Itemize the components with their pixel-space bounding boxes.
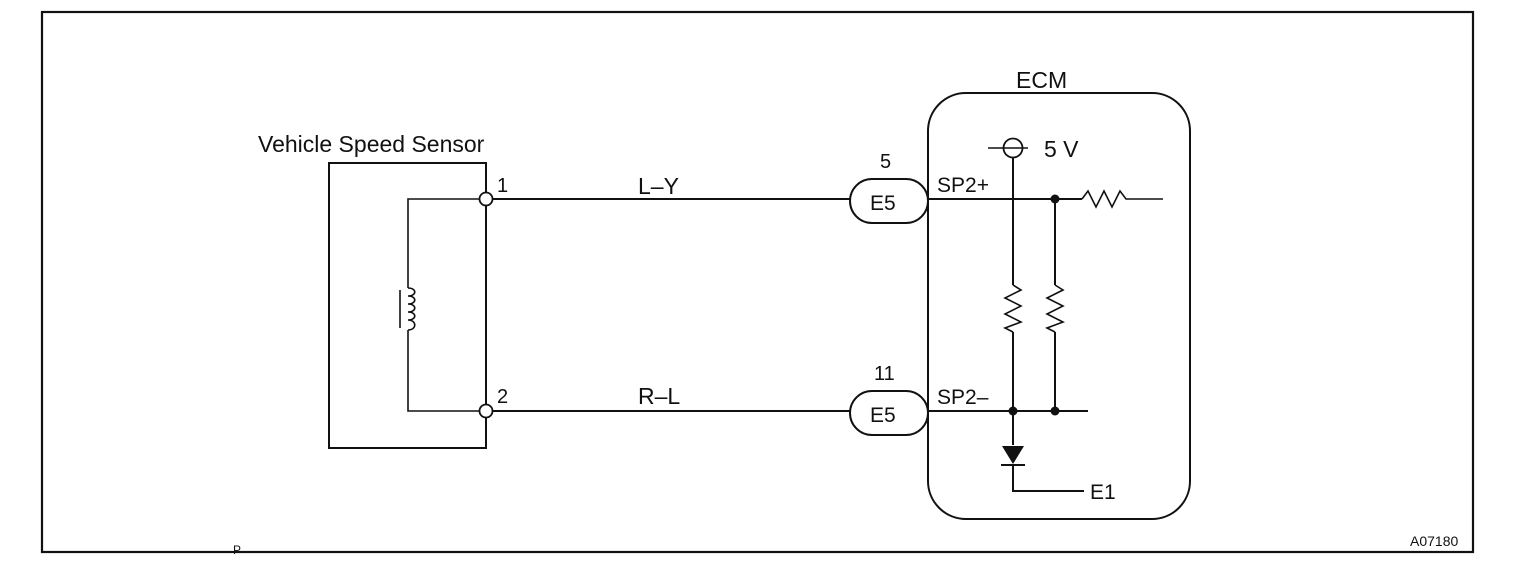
diagram-frame — [40, 10, 1475, 554]
sensor-pin-2-label: 2 — [497, 386, 508, 408]
resistor-top-icon — [1081, 189, 1163, 209]
sensor-terminal-1 — [478, 191, 494, 207]
sensor-coil-icon — [399, 198, 486, 412]
ecm-title: ECM — [1016, 67, 1067, 93]
connector-code: E5 — [870, 192, 896, 215]
sensor-title: Vehicle Speed Sensor — [258, 131, 485, 157]
corner-mark: P — [233, 543, 241, 557]
terminal-sp2-minus-label: SP2– — [937, 386, 989, 409]
sensor-box — [328, 162, 487, 449]
connector-pin: 5 — [880, 151, 891, 173]
junction-dot — [1050, 194, 1060, 204]
terminal-sp2-plus-label: SP2+ — [937, 174, 989, 197]
connector-code: E5 — [870, 404, 896, 427]
connector-e5-pin-11: E5 11 — [849, 363, 929, 436]
diode-icon — [1001, 446, 1025, 466]
ecm-box — [927, 92, 1191, 520]
supply-5v-icon — [988, 137, 1028, 159]
connector-pin: 11 — [874, 363, 895, 385]
supply-voltage-label: 5 V — [1044, 136, 1079, 162]
wire-top-color-label: L–Y — [638, 173, 679, 199]
figure-code: A07180 — [1410, 533, 1458, 549]
wire-bottom-color-label: R–L — [638, 383, 680, 409]
junction-dot — [1008, 406, 1018, 416]
connector-e5-pin-5: E5 5 — [849, 151, 929, 224]
resistor-pullup-icon — [1003, 284, 1023, 333]
sensor-terminal-2 — [478, 403, 494, 419]
ground-terminal-label: E1 — [1090, 481, 1116, 504]
resistor-divider-icon — [1045, 284, 1065, 333]
sensor-pin-1-label: 1 — [497, 175, 508, 197]
junction-dot — [1050, 406, 1060, 416]
